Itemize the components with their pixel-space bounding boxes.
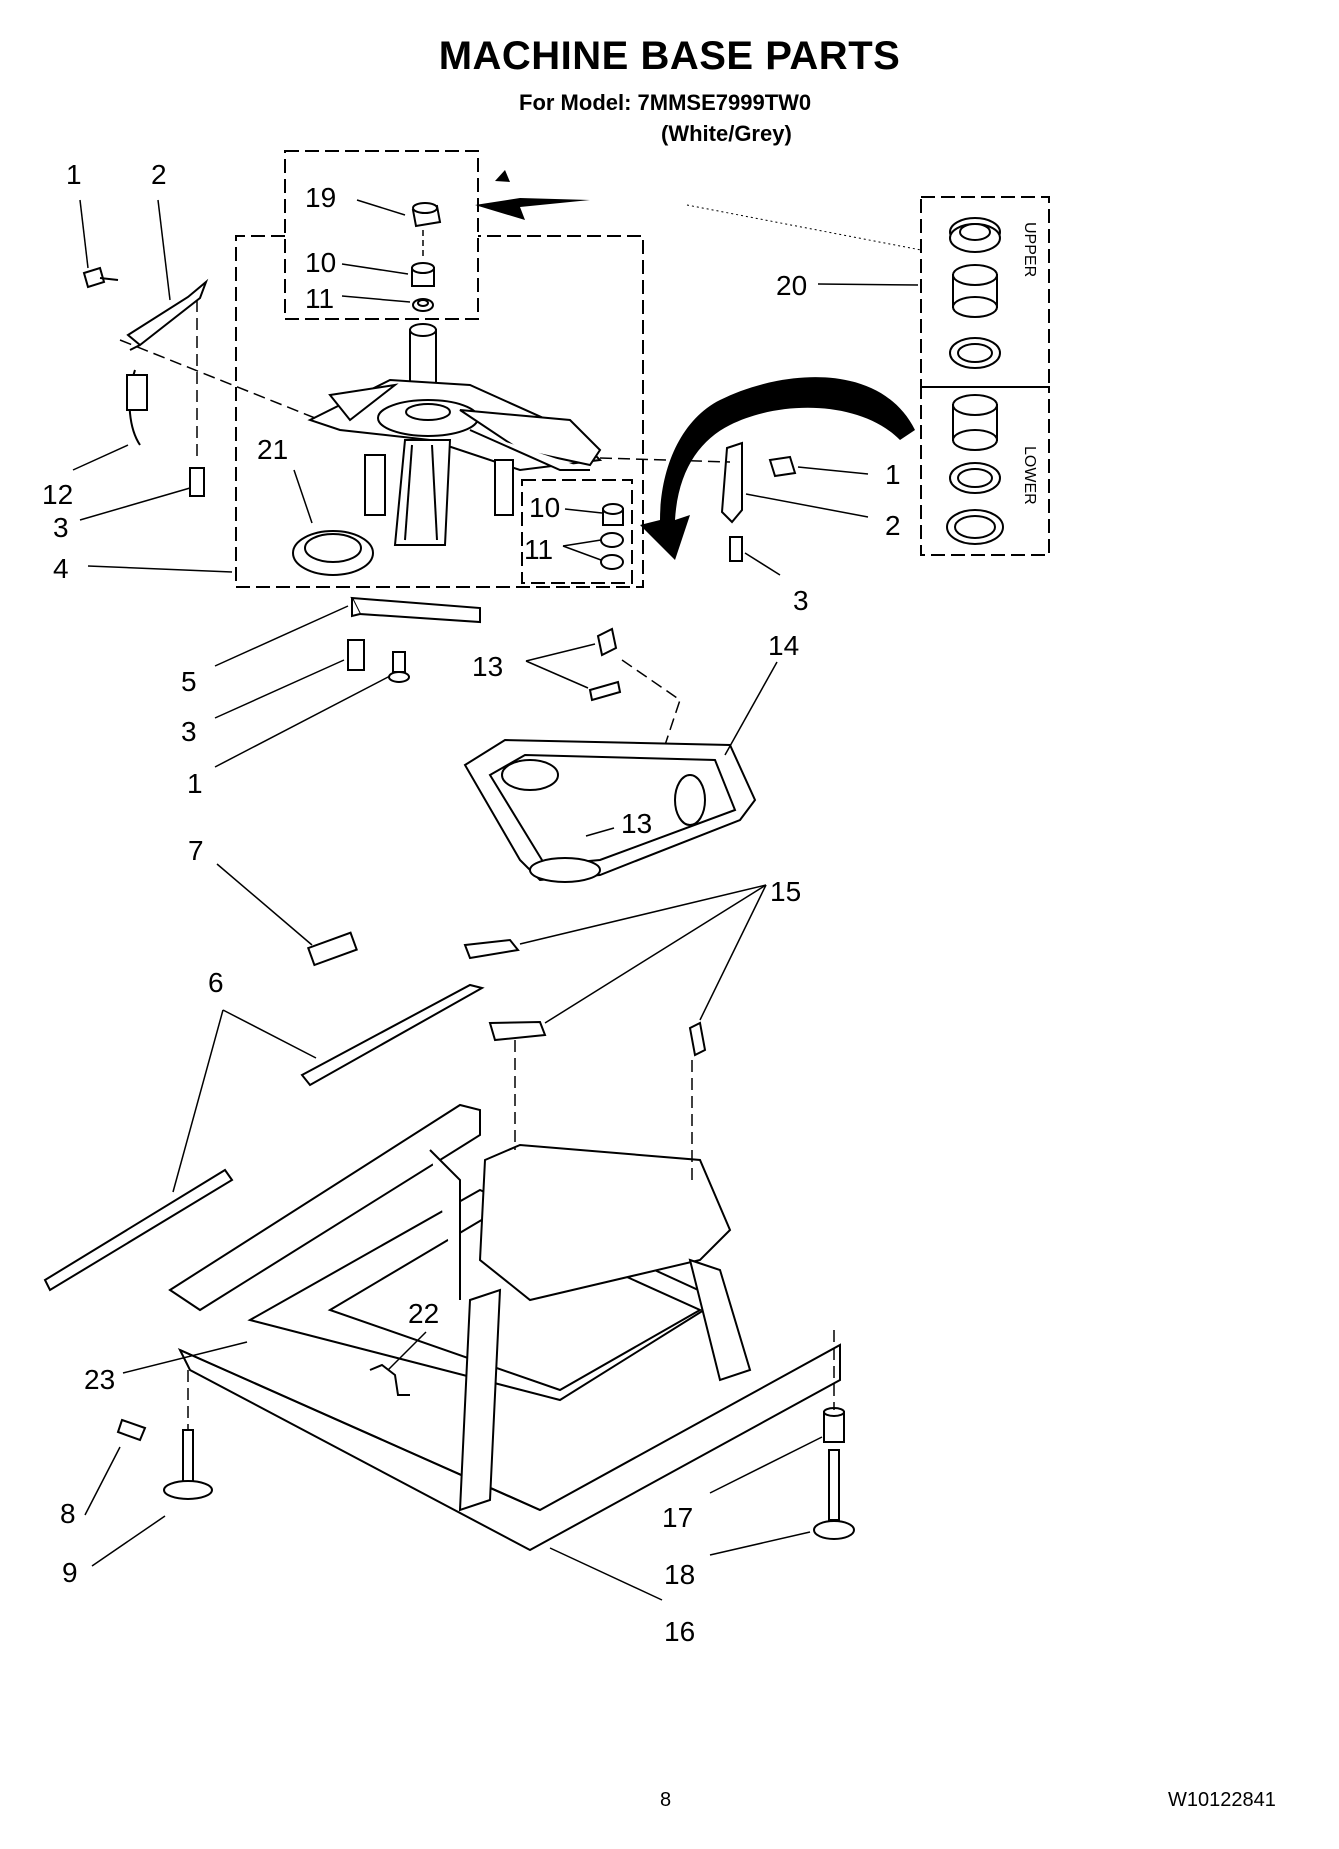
callout-1-center: 1: [187, 768, 203, 799]
callout-19: 19: [305, 182, 336, 213]
gearcase-group-box: [235, 150, 1050, 588]
part-3-spring-left: [189, 467, 205, 497]
callout-15: 15: [770, 876, 801, 907]
part-9-leg-left: [163, 1429, 213, 1500]
part-18-leg-right: [813, 1449, 855, 1540]
part-19-cap: [411, 202, 442, 228]
callout-23: 23: [84, 1364, 115, 1395]
assembly-arrow: [475, 198, 590, 220]
part-12-spring-hook: [126, 369, 148, 446]
leader-lines: [72, 199, 919, 1601]
callout-5: 5: [181, 666, 197, 697]
part-10-bushing-upper: [411, 262, 435, 287]
part-11-washers-lower: [600, 532, 624, 570]
part-6-rails: [43, 983, 485, 1292]
part-4-gearcase: [307, 323, 603, 546]
callout-13-bottom: 13: [621, 808, 652, 839]
page-number: 8: [660, 1789, 672, 1811]
callout-16: 16: [664, 1616, 695, 1647]
part-7-spring: [306, 931, 358, 967]
callout-4: 4: [53, 553, 69, 584]
part-22-clip: [369, 1363, 410, 1396]
callout-13-top: 13: [472, 651, 503, 682]
callout-3-center: 3: [181, 716, 197, 747]
callout-1-right: 1: [885, 459, 901, 490]
callout-14: 14: [768, 630, 799, 661]
callout-20: 20: [776, 270, 807, 301]
callout-6: 6: [208, 967, 224, 998]
part-2-bracket-right: [720, 441, 743, 524]
callout-2-top-left: 2: [151, 159, 167, 190]
part-20-upper-seals: [949, 217, 1001, 369]
part-2-bracket-left: [126, 278, 209, 351]
callout-2-right: 2: [885, 510, 901, 541]
callout-1-top-left: 1: [66, 159, 82, 190]
part-14-frame: [463, 738, 757, 883]
document-number: W10122841: [1168, 1789, 1276, 1811]
lower-label: LOWER: [1021, 446, 1038, 505]
part-15-pads: [463, 938, 707, 1057]
part-3-spring-center: [347, 639, 365, 671]
part-10-bushing-lower: [602, 503, 624, 526]
callout-21: 21: [257, 434, 288, 465]
callout-22: 22: [408, 1298, 439, 1329]
page-title: MACHINE BASE PARTS: [438, 34, 901, 78]
callout-18: 18: [664, 1559, 695, 1590]
callout-11-upper: 11: [305, 283, 334, 314]
part-1-screw-right: [768, 455, 797, 478]
callout-11-lower: 11: [524, 534, 553, 565]
callout-8: 8: [60, 1498, 76, 1529]
callout-10-upper: 10: [305, 247, 336, 278]
callout-7: 7: [188, 835, 204, 866]
part-17-bushing-right: [823, 1407, 845, 1443]
assembly-arrow-small: [495, 170, 510, 182]
part-3-spring-right: [729, 536, 743, 562]
kit-curved-arrow: [640, 377, 915, 560]
part-16-base: [168, 1103, 841, 1552]
part-21-seal: [292, 530, 374, 576]
model-line: For Model: 7MMSE7999TW0: [519, 90, 812, 115]
upper-label: UPPER: [1021, 222, 1038, 277]
part-20-lower-seals: [946, 394, 1004, 545]
part-11-washer-upper: [412, 298, 434, 312]
part-8-bushing: [116, 1418, 147, 1442]
part-5-bracket: [350, 596, 481, 624]
callout-9: 9: [62, 1557, 78, 1588]
part-1-screw-left: [82, 266, 119, 289]
callout-12: 12: [42, 479, 73, 510]
callout-3-left: 3: [53, 512, 69, 543]
kit-leader-line: [686, 204, 922, 251]
callout-3-right: 3: [793, 585, 809, 616]
part-1-screw-center: [388, 651, 410, 683]
color-line: (White/Grey): [661, 121, 792, 146]
right-dashed-line: [599, 457, 731, 463]
callout-17: 17: [662, 1502, 693, 1533]
callout-10-lower: 10: [529, 492, 560, 523]
left-dashed-line: [119, 339, 321, 421]
